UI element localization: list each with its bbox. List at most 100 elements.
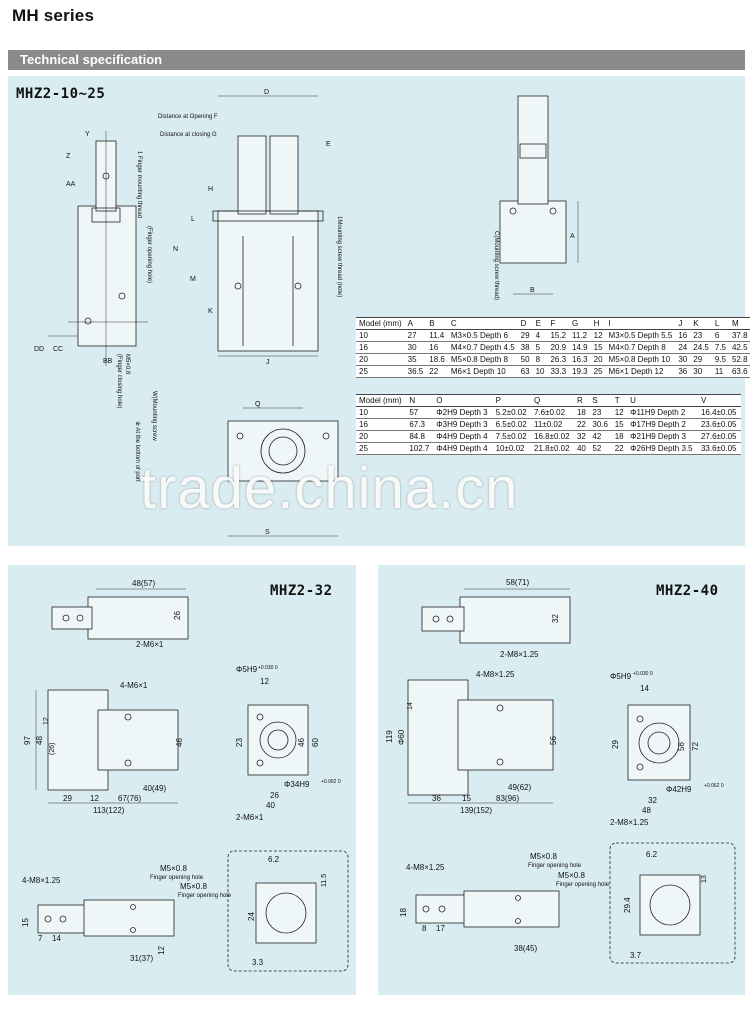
table-header-cell: C	[447, 317, 518, 330]
table-cell: 40	[573, 442, 590, 455]
svg-text:58(71): 58(71)	[506, 578, 529, 587]
svg-text:W(Mounting screw: W(Mounting screw	[151, 391, 157, 441]
table-cell: 7.5±0.02	[492, 430, 531, 443]
svg-text:12: 12	[90, 794, 99, 803]
svg-text:67(76): 67(76)	[118, 794, 141, 803]
table-cell: 42	[589, 430, 612, 443]
svg-text:+0.062 0: +0.062 0	[704, 783, 724, 789]
table-header-cell: N	[406, 394, 434, 407]
table-cell: 25	[590, 365, 606, 378]
svg-text:J: J	[266, 359, 270, 366]
table-cell: 12	[590, 329, 606, 342]
table-cell: 19.3	[569, 365, 591, 378]
table-cell: 10	[356, 406, 407, 419]
table-header-cell: A	[404, 317, 427, 330]
table-cell: 20	[356, 430, 407, 443]
table-cell: Φ3H9 Depth 3	[433, 418, 493, 431]
svg-text:26: 26	[270, 791, 279, 800]
table-cell: 11	[711, 365, 729, 378]
table-cell: 16.8±0.02	[531, 430, 574, 443]
table-cell: 42.5	[728, 341, 750, 354]
svg-text:※ At the bottom of port: ※ At the bottom of port	[134, 421, 141, 482]
table-header-cell: Model (mm)	[356, 317, 405, 330]
mhz2-10-25-panel: MHZ2-10~25 Y Z AA BB CC DD 1 Finger moun…	[8, 76, 750, 546]
table-cell: 18	[573, 406, 590, 419]
table-header-cell: G	[569, 317, 591, 330]
svg-text:Y: Y	[85, 131, 90, 138]
table-cell: 57	[406, 406, 434, 419]
table-cell: 22	[611, 442, 628, 455]
svg-text:M: M	[190, 276, 196, 283]
model-title: MHZ2-10~25	[16, 86, 106, 102]
svg-text:26: 26	[173, 611, 182, 620]
table-cell: Φ4H9 Depth 4	[433, 430, 493, 443]
table-cell: 25	[356, 365, 405, 378]
table-cell: 24.5	[690, 341, 712, 354]
table-cell: 20	[356, 353, 405, 366]
svg-text:49(62): 49(62)	[508, 783, 531, 792]
spec-bar	[8, 50, 745, 70]
svg-text:+0.030 0: +0.030 0	[633, 671, 653, 677]
svg-text:C(Mounting screw thread): C(Mounting screw thread)	[493, 231, 499, 300]
svg-text:113(122): 113(122)	[93, 806, 125, 815]
table-cell: 63	[517, 365, 533, 378]
table-cell: 11.2	[569, 329, 591, 342]
table-cell: 30	[675, 353, 691, 366]
svg-text:36: 36	[432, 794, 441, 803]
svg-text:M5×0.8: M5×0.8	[530, 852, 557, 861]
svg-text:4-M6×1: 4-M6×1	[120, 681, 148, 690]
svg-text:4-M8×1.25: 4-M8×1.25	[406, 863, 445, 872]
svg-text:Finger opening hole: Finger opening hole	[556, 882, 610, 888]
table-header-cell: D	[517, 317, 533, 330]
svg-text:40: 40	[266, 801, 275, 810]
table-cell: 16	[356, 341, 405, 354]
table-cell: Φ4H9 Depth 4	[433, 442, 493, 455]
table-cell: Φ2H9 Depth 3	[433, 406, 493, 419]
watermark: trade.china.cn	[140, 456, 519, 521]
svg-text:15: 15	[462, 794, 471, 803]
svg-text:2-M6×1: 2-M6×1	[136, 640, 164, 649]
svg-text:46: 46	[297, 738, 306, 747]
svg-text:56: 56	[549, 736, 558, 745]
svg-text:E: E	[326, 141, 331, 148]
svg-text:Q: Q	[255, 401, 261, 408]
table-cell: M4×0.7 Depth 8	[605, 341, 676, 354]
table-cell: 15	[590, 341, 606, 354]
table-header-cell: T	[611, 394, 628, 407]
table-cell: 9.5	[711, 353, 729, 366]
series-title: MH series	[12, 6, 95, 25]
svg-text:24: 24	[247, 912, 256, 921]
table-cell: 18.6	[426, 353, 448, 366]
svg-text:38(45): 38(45)	[514, 944, 537, 953]
svg-text:1 Finger mounting thread: 1 Finger mounting thread	[136, 151, 142, 218]
svg-text:40(49): 40(49)	[143, 784, 166, 793]
table-cell: Φ26H9 Depth 3.5	[627, 442, 698, 455]
svg-text:B: B	[530, 287, 535, 294]
table-cell: 23	[690, 329, 712, 342]
svg-text:Φ60: Φ60	[397, 729, 406, 745]
mhz2-32-drawing: 48(57) 26 2-M6×1 97 48 12 (26) 46 4-M6×1…	[21, 579, 349, 972]
svg-text:(26): (26)	[49, 743, 56, 755]
svg-text:Φ34H9: Φ34H9	[284, 780, 310, 789]
svg-text:M5×0.8: M5×0.8	[160, 864, 187, 873]
table-cell: 52.8	[728, 353, 750, 366]
svg-text:H: H	[208, 186, 213, 193]
table-cell: 23	[589, 406, 612, 419]
model-title: MHZ2-40	[656, 583, 719, 599]
svg-text:(Finger opening hole): (Finger opening hole)	[146, 226, 152, 283]
table-cell: 20	[590, 353, 606, 366]
table-cell: M6×1 Depth 12	[605, 365, 676, 378]
table-header-cell: R	[573, 394, 590, 407]
svg-text:A: A	[570, 233, 575, 240]
table-header-cell: I	[605, 317, 676, 330]
table-cell: 35	[404, 353, 427, 366]
svg-text:+0.062 0: +0.062 0	[321, 779, 341, 785]
table-cell: 11±0.02	[531, 418, 574, 431]
table-header-cell: O	[433, 394, 493, 407]
table-header-cell: U	[627, 394, 698, 407]
svg-text:139(152): 139(152)	[460, 806, 492, 815]
